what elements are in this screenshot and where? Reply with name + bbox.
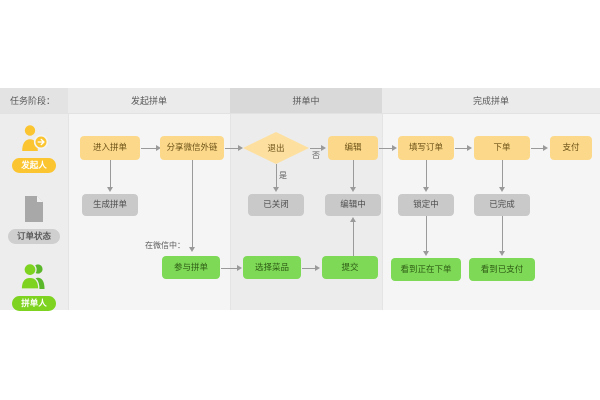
edge-arrow [238, 144, 243, 151]
node-quit-label: 退出 [267, 143, 285, 153]
column-separator [68, 88, 69, 310]
edge-label-quit-yes: 是 [279, 171, 287, 180]
legend-item-order-state: 订单状态 [0, 193, 68, 245]
edge-line [502, 160, 503, 188]
edge-label-in-wechat: 在微信中： [145, 241, 185, 250]
edge-line [110, 160, 111, 188]
edge-label-quit-no: 否 [312, 151, 320, 160]
node-pay[interactable]: 支付 [550, 136, 592, 160]
node-finished[interactable]: 已完成 [474, 194, 530, 216]
edge-line [192, 160, 193, 248]
edge-arrow [498, 187, 505, 192]
edge-arrow [392, 144, 397, 151]
column-separator [230, 88, 231, 310]
edge-arrow [237, 264, 242, 271]
node-share-wechat[interactable]: 分享微信外链 [160, 136, 224, 160]
stage-header-initiate: 发起拼单 [68, 88, 230, 114]
legend-label-initiator: 发起人 [12, 158, 56, 174]
edge-line [502, 216, 503, 252]
node-join-group[interactable]: 参与拼单 [162, 256, 220, 279]
edge-line [455, 147, 468, 149]
node-see-ordering[interactable]: 看到正在下单 [391, 258, 461, 281]
edge-line [531, 147, 544, 149]
node-create-group[interactable]: 生成拼单 [82, 194, 138, 216]
node-fill-order[interactable]: 填写订单 [398, 136, 454, 160]
node-submit[interactable]: 提交 [322, 256, 378, 279]
edge-line [276, 164, 277, 188]
node-choose-dish[interactable]: 选择菜品 [243, 256, 301, 279]
edge-arrow [543, 144, 548, 151]
edge-line [310, 147, 322, 149]
legend-item-participant: 拼单人 [0, 260, 68, 312]
edge-arrow [349, 187, 356, 192]
edge-line [426, 216, 427, 252]
group-people-icon [0, 260, 68, 290]
edge-arrow [188, 247, 195, 252]
edge-line [221, 267, 238, 269]
node-enter-group[interactable]: 进入拼单 [80, 136, 140, 160]
edge-arrow [422, 187, 429, 192]
edge-line [302, 267, 316, 269]
edge-arrow [498, 251, 505, 256]
stage-header-label: 任务阶段： [0, 88, 78, 114]
edge-arrow [467, 144, 472, 151]
edge-line [379, 147, 393, 149]
node-place-order[interactable]: 下单 [474, 136, 530, 160]
edge-arrow [422, 251, 429, 256]
edge-arrow [272, 187, 279, 192]
edge-line [141, 147, 157, 149]
edge-arrow [156, 144, 161, 151]
node-edit[interactable]: 编辑 [328, 136, 378, 160]
column-separator [382, 88, 383, 310]
stage-header-complete: 完成拼单 [382, 88, 600, 114]
edge-line [353, 222, 354, 256]
edge-arrow [321, 144, 326, 151]
node-quit-decision[interactable]: 退出 [243, 132, 309, 164]
edge-arrow [349, 217, 356, 222]
stage-header-grouping: 拼单中 [230, 88, 382, 114]
flowchart-canvas: 任务阶段： 发起拼单 拼单中 完成拼单 发起人 订单状态 [0, 88, 600, 312]
edge-arrow [106, 187, 113, 192]
edge-line [225, 147, 239, 149]
edge-line [353, 160, 354, 188]
node-see-paid[interactable]: 看到已支付 [469, 258, 535, 281]
node-editing[interactable]: 编辑中 [325, 194, 381, 216]
legend-label-order-state: 订单状态 [7, 229, 60, 245]
legend-item-initiator: 发起人 [0, 122, 68, 174]
node-closed[interactable]: 已关闭 [248, 194, 304, 216]
legend-label-participant: 拼单人 [12, 296, 56, 312]
edge-line [426, 160, 427, 188]
node-locked[interactable]: 锁定中 [398, 194, 454, 216]
edge-arrow [315, 264, 320, 271]
person-arrow-icon [0, 122, 68, 152]
document-icon [0, 193, 68, 223]
